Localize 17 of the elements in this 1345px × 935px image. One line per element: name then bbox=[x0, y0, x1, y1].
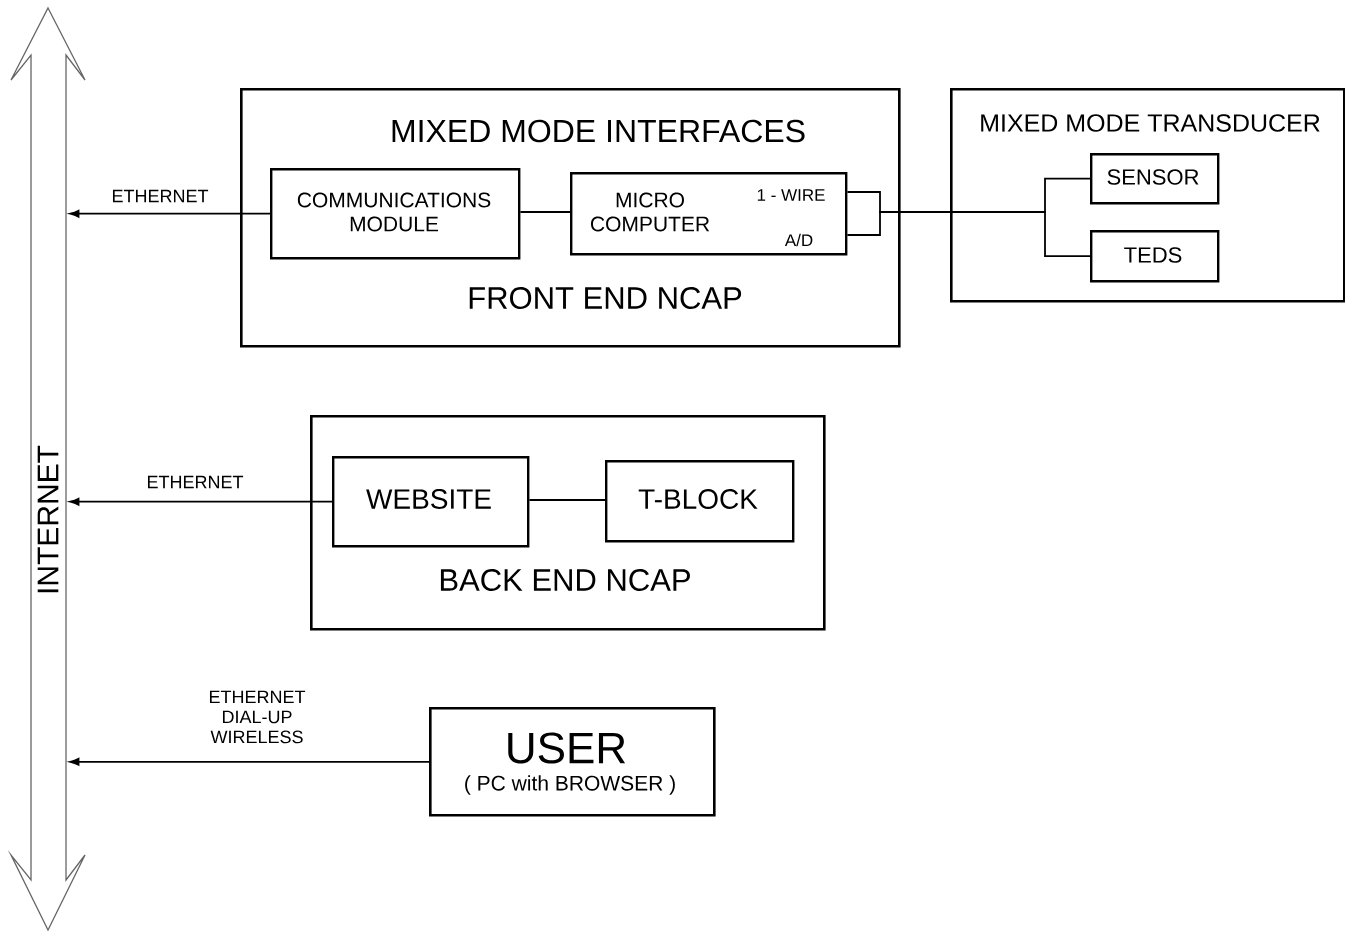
block-box: WEBSITE bbox=[332, 456, 530, 548]
connector-line bbox=[846, 211, 1091, 258]
arrow bbox=[69, 209, 271, 218]
arrow bbox=[69, 497, 333, 506]
block-box: COMMUNICATIONS MODULE bbox=[270, 168, 521, 260]
block-box: T-BLOCK bbox=[605, 460, 795, 543]
connector-line bbox=[846, 177, 1091, 213]
block-box: MICRO COMPUTER 1 - WIRE A/D bbox=[570, 172, 848, 256]
arrow bbox=[69, 757, 430, 766]
block-box: USER ( PC with BROWSER ) bbox=[429, 707, 716, 817]
connector-line bbox=[528, 499, 606, 501]
block-box: TEDS bbox=[1090, 230, 1220, 283]
edge-label: ETHERNET bbox=[110, 188, 210, 204]
edge-label: ETHERNET bbox=[145, 474, 245, 490]
block-box: SENSOR bbox=[1090, 153, 1220, 205]
connector-line bbox=[519, 211, 571, 213]
edge-label: ETHERNET DIAL-UP WIRELESS bbox=[196, 689, 318, 745]
